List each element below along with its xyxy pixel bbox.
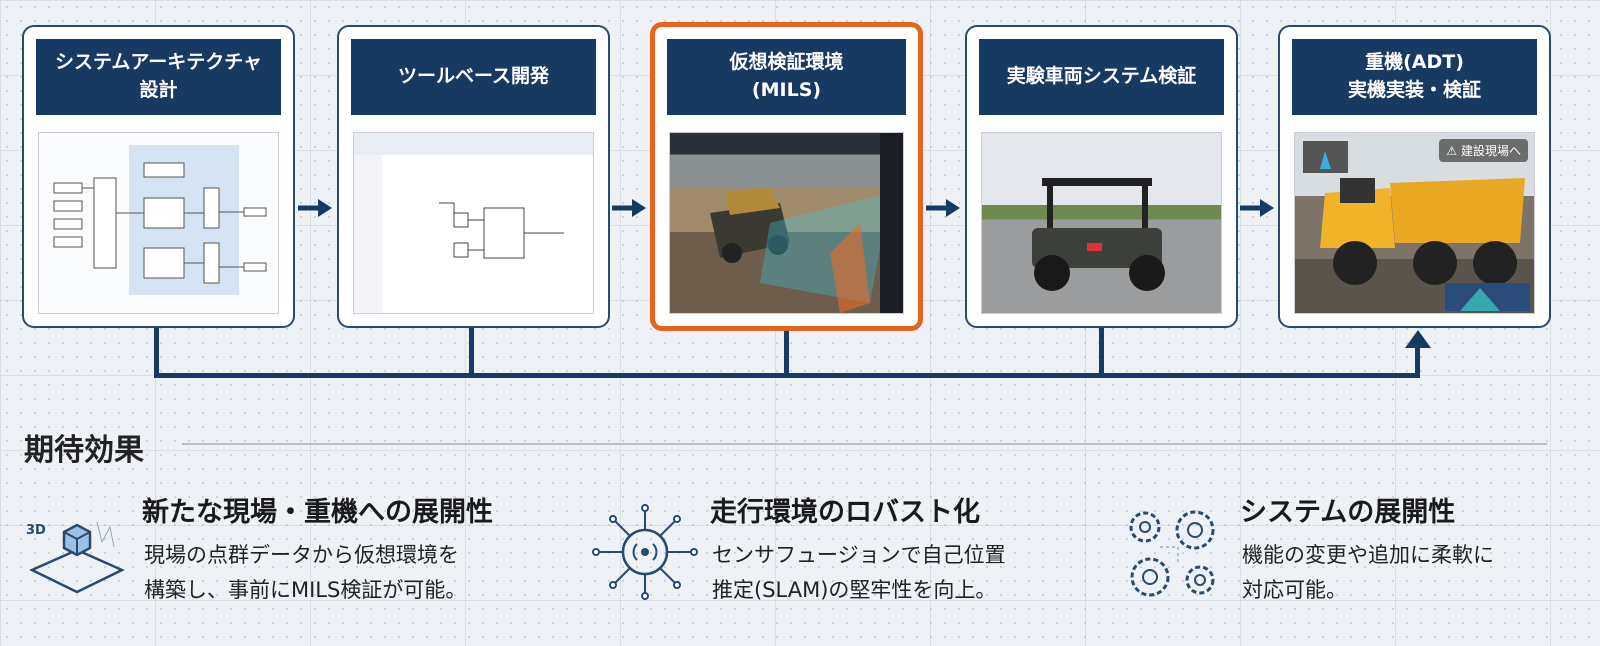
step-card-vehicle: 実験車両システム検証 <box>965 25 1238 328</box>
effect-title: システムの展開性 <box>1240 497 1456 528</box>
3d-point-cloud-icon: 3D <box>26 521 125 594</box>
step-title: 重機(ADT) 実機実装・検証 <box>1292 39 1537 115</box>
arrow-right-icon <box>1240 199 1274 217</box>
dump-truck-image: ⚠ 建設現場へ <box>1294 132 1535 314</box>
arrow-up-icon <box>1405 330 1431 348</box>
effects-heading: 期待効果 <box>24 433 144 468</box>
step-card-adt: 重機(ADT) 実機実装・検証 ⚠ 建設現場へ <box>1278 25 1551 328</box>
step-card-tool-dev: ツールベース開発 <box>337 25 610 328</box>
test-vehicle-image <box>981 132 1222 314</box>
step-title: 実験車両システム検証 <box>979 39 1224 115</box>
effect-title: 新たな現場・重機への展開性 <box>142 497 493 528</box>
gears-icon <box>1129 510 1215 597</box>
to-construction-site-badge: ⚠ 建設現場へ <box>1439 139 1528 162</box>
step-card-architecture: システムアーキテクチャ 設計 <box>22 25 295 328</box>
step-title: ツールベース開発 <box>351 39 596 115</box>
sensor-fusion-icon <box>592 504 698 600</box>
arrow-right-icon <box>298 199 332 217</box>
step-title: システムアーキテクチャ 設計 <box>36 39 281 115</box>
step-title: 仮想検証環境 (MILS) <box>667 39 906 115</box>
arrow-right-icon <box>926 199 960 217</box>
effect-title: 走行環境のロバスト化 <box>710 497 980 528</box>
tool-screenshot-image <box>353 132 594 314</box>
effect-description: センサフュージョンで自己位置 推定(SLAM)の堅牢性を向上。 <box>712 543 1006 602</box>
effect-description: 現場の点群データから仮想環境を 構築し、事前にMILS検証が可能。 <box>144 543 467 602</box>
svg-text:3D: 3D <box>26 523 46 538</box>
architecture-diagram-image <box>38 132 279 314</box>
effect-description: 機能の変更や追加に柔軟に 対応可能。 <box>1242 543 1494 602</box>
step-card-mils: 仮想検証環境 (MILS) <box>650 22 923 331</box>
divider <box>182 443 1547 445</box>
arrow-right-icon <box>612 199 646 217</box>
badge-text: 建設現場へ <box>1460 144 1521 158</box>
simulation-screenshot-image <box>669 132 904 314</box>
